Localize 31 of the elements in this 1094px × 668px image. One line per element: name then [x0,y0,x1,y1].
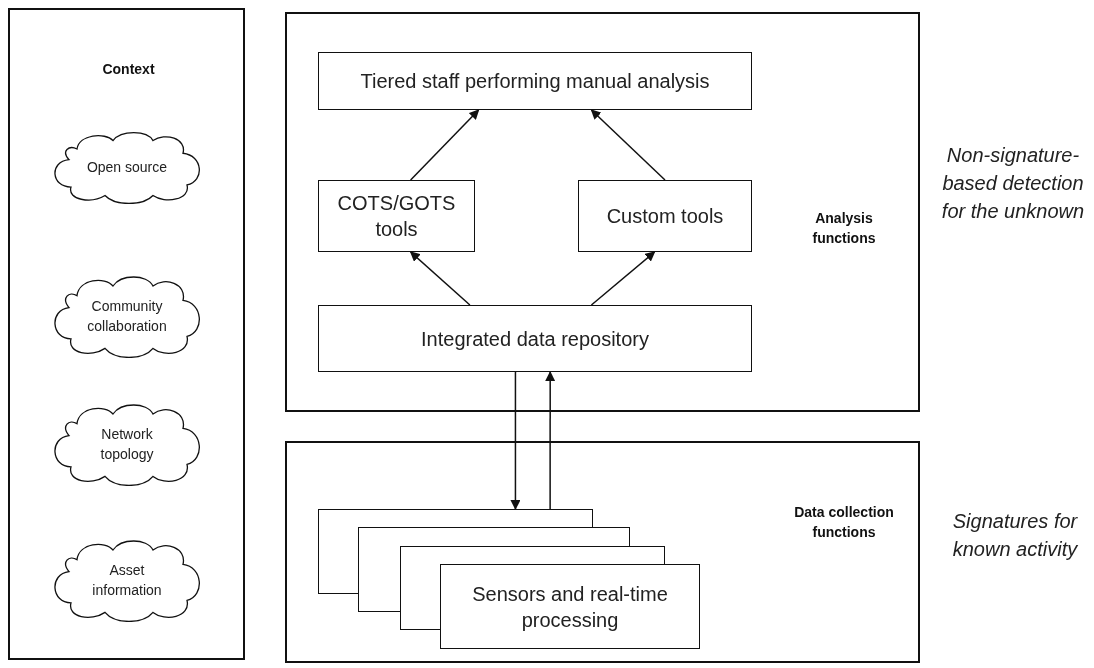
process-box [318,180,475,252]
box-label: Custom tools [606,204,724,229]
arrow [409,109,480,181]
stacked-box [400,546,665,564]
cloud-label: Asset information [91,560,163,600]
process-box [318,52,752,110]
arrow [590,251,656,306]
arrow [545,371,556,510]
arrow [510,371,521,510]
cloud-label: Network topology [99,424,155,464]
cloud-label: Community collaboration [86,296,168,336]
process-box [318,305,752,372]
side-note: Non-signature-based detection for the unknown [940,143,1086,224]
panel-heading: Analysis functions [811,209,877,248]
box-label: Tiered staff performing manual analysis [360,69,710,94]
stacked-box [318,509,593,527]
process-box [578,180,752,252]
process-box [440,564,700,649]
panel-heading: Data collection functions [793,503,895,542]
panel-frame [285,441,920,663]
arrow [590,109,666,181]
stacked-box [358,527,630,546]
panel-frame [285,12,920,412]
box-label: COTS/GOTS tools [336,191,457,242]
arrow [409,251,471,306]
panel-frame [8,8,245,660]
box-label: Sensors and real-time processing [471,581,669,633]
side-note: Signatures for known activity [951,509,1079,562]
cloud-label: Open source [85,157,169,177]
box-label: Integrated data repository [421,326,649,352]
panel-heading: Context [101,60,156,79]
